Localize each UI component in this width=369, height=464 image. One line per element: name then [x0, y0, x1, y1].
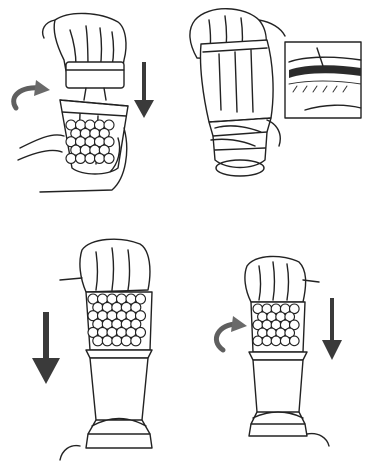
- fruit-piece: [102, 336, 112, 346]
- blender-base-icon: [60, 350, 152, 460]
- step-1-panel: [0, 0, 175, 200]
- hand-icon: [245, 256, 319, 302]
- step-4-illustration: [185, 220, 369, 464]
- fruit-piece: [280, 336, 290, 346]
- blade-base-icon: [66, 62, 124, 100]
- step-4-panel: [185, 220, 369, 464]
- detail-inset-icon: [285, 42, 361, 118]
- fruit-piece: [104, 153, 114, 163]
- fruit-piece: [76, 153, 86, 163]
- fruit-pieces: [66, 120, 114, 163]
- fruit-piece: [131, 336, 141, 346]
- fruit-piece: [112, 336, 122, 346]
- step-1-illustration: [0, 0, 175, 200]
- fruit-piece: [95, 153, 105, 163]
- step-3-panel: [0, 220, 185, 464]
- hand-icon: [60, 239, 150, 292]
- fruit-piece: [253, 336, 263, 346]
- down-arrow-icon: [322, 298, 342, 360]
- fruit-piece: [271, 336, 281, 346]
- fruit-pieces: [253, 304, 299, 346]
- fruit-piece: [85, 153, 95, 163]
- step-2-illustration: [175, 0, 369, 200]
- down-arrow-icon: [32, 312, 60, 384]
- fruit-piece: [290, 336, 300, 346]
- blender-base-icon: [249, 352, 329, 446]
- fruit-piece: [262, 336, 272, 346]
- fruit-pieces: [88, 294, 146, 346]
- down-arrow-icon: [134, 62, 154, 118]
- rotate-arrow-icon: [14, 80, 50, 108]
- cup-icon: [200, 40, 273, 176]
- fruit-piece: [66, 153, 76, 163]
- fruit-piece: [121, 336, 131, 346]
- rotate-arrow-icon: [216, 316, 247, 350]
- step-3-illustration: [0, 220, 185, 464]
- step-2-panel: [175, 0, 369, 200]
- fruit-piece: [93, 336, 103, 346]
